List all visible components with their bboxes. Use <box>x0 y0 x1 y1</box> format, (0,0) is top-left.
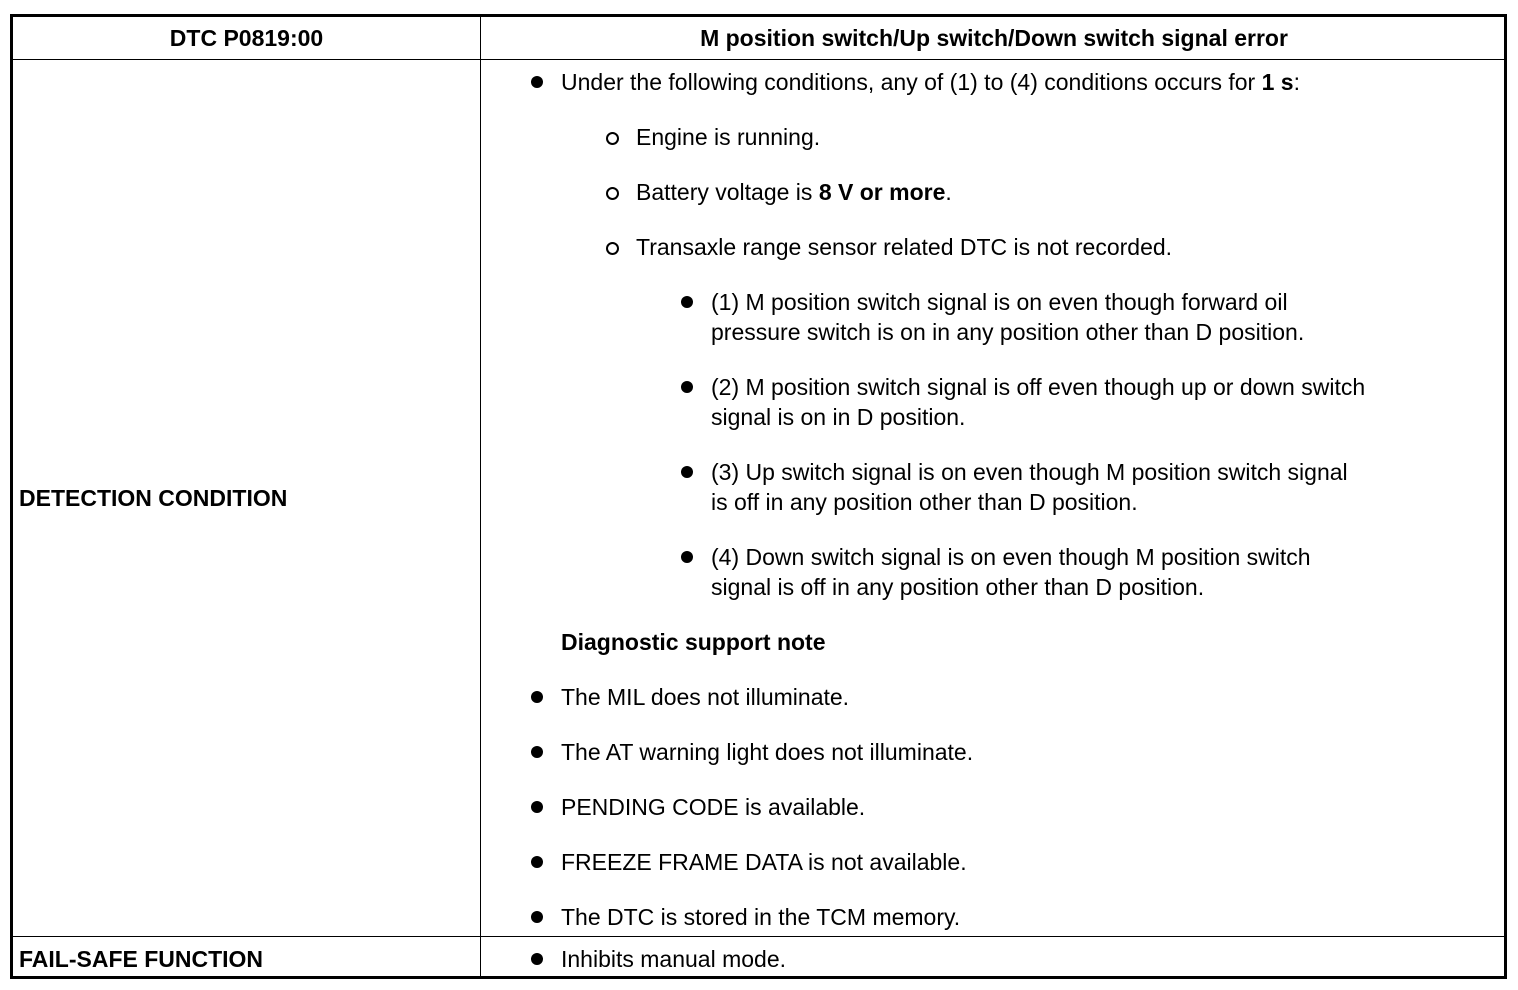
diagnostic-note-heading: Diagnostic support note <box>561 629 826 655</box>
note-item: The AT warning light does not illuminate… <box>561 739 974 765</box>
case-item: (1) M position switch signal is on even … <box>711 289 1305 345</box>
dtc-table: DTC P0819:00 M position switch/Up switch… <box>10 14 1507 979</box>
note-item: The DTC is stored in the TCM memory. <box>561 904 961 930</box>
condition-engine: Engine is running. <box>636 124 821 150</box>
bullet-icon <box>531 911 543 923</box>
bullet-icon <box>531 856 543 868</box>
note-item: The MIL does not illuminate. <box>561 684 850 710</box>
case-item: (4) Down switch signal is on even though… <box>711 544 1311 600</box>
bullet-icon <box>681 466 693 478</box>
bullet-icon <box>531 953 543 965</box>
column-divider <box>480 17 481 976</box>
bullet-icon <box>531 801 543 813</box>
detection-condition-label: DETECTION CONDITION <box>19 485 288 511</box>
note-item: PENDING CODE is available. <box>561 794 866 820</box>
bullet-icon <box>531 691 543 703</box>
bullet-icon <box>531 76 543 88</box>
case-item: (2) M position switch signal is off even… <box>711 374 1366 430</box>
header-divider <box>13 59 1504 60</box>
case-item: (3) Up switch signal is on even though M… <box>711 459 1348 515</box>
note-item: FREEZE FRAME DATA is not available. <box>561 849 967 875</box>
circle-bullet-icon <box>606 132 619 145</box>
condition-sensor: Transaxle range sensor related DTC is no… <box>636 234 1173 260</box>
condition-battery: Battery voltage is 8 V or more. <box>636 179 952 205</box>
bullet-icon <box>531 746 543 758</box>
bullet-icon <box>681 551 693 563</box>
detection-intro: Under the following conditions, any of (… <box>561 69 1300 95</box>
bullet-icon <box>681 381 693 393</box>
failsafe-divider <box>13 936 1504 937</box>
bullet-icon <box>681 296 693 308</box>
dtc-title-header: M position switch/Up switch/Down switch … <box>700 25 1288 51</box>
circle-bullet-icon <box>606 187 619 200</box>
circle-bullet-icon <box>606 242 619 255</box>
failsafe-item: Inhibits manual mode. <box>561 946 787 972</box>
dtc-code-header: DTC P0819:00 <box>169 25 324 51</box>
failsafe-function-label: FAIL-SAFE FUNCTION <box>19 946 264 972</box>
